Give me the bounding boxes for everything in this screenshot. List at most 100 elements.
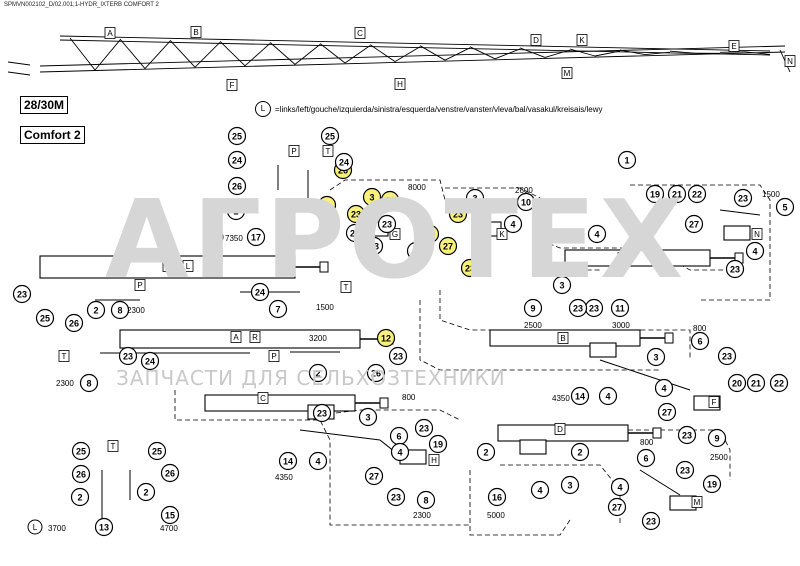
part-number: 23	[391, 493, 401, 503]
part-callout	[727, 373, 747, 393]
cylinder-tag	[322, 145, 334, 157]
length-label: 2500	[524, 321, 542, 330]
part-callout	[598, 386, 618, 406]
part-callout	[160, 463, 180, 483]
part-callout	[317, 223, 337, 243]
length-label: 3000	[612, 321, 630, 330]
cylinder-tag	[691, 496, 703, 508]
part-number: 27	[612, 503, 622, 513]
left-side-marker	[27, 519, 43, 535]
cylinder-tag	[354, 27, 366, 39]
part-callout	[380, 190, 400, 210]
cylinder-label: F	[712, 398, 717, 407]
part-number: 23	[680, 466, 690, 476]
cylinder-label: A	[165, 262, 171, 271]
part-number: 25	[40, 314, 50, 324]
part-number: 20	[732, 379, 742, 389]
part-number: 2	[233, 207, 238, 217]
hose-route	[630, 184, 771, 301]
hose-line	[639, 469, 681, 496]
cylinder-tag	[134, 279, 146, 291]
part-number: 4	[315, 457, 320, 467]
part-number: 2	[577, 448, 582, 458]
part-callout	[560, 475, 580, 495]
part-callout	[725, 259, 745, 279]
cylinder-tag	[557, 332, 569, 344]
part-callout	[364, 466, 384, 486]
cylinder-tag	[530, 34, 542, 46]
cylinder-tag	[104, 27, 116, 39]
cylinder-label: A	[107, 29, 113, 38]
part-callout	[687, 184, 707, 204]
hose-route	[439, 290, 691, 360]
cylinder-label: P	[271, 352, 276, 361]
part-callout	[646, 347, 666, 367]
part-number: 23	[382, 220, 392, 230]
rod-eye	[379, 397, 389, 409]
part-number: 4	[594, 230, 599, 240]
part-callout	[386, 487, 406, 507]
part-number: 9	[714, 434, 719, 444]
part-callout	[334, 152, 354, 172]
part-callout	[71, 441, 91, 461]
cylinder-label: E	[731, 42, 736, 51]
part-callout	[476, 442, 496, 462]
part-number: 25	[325, 132, 335, 142]
hose-route	[419, 300, 660, 371]
part-number: 23	[738, 194, 748, 204]
length-label: 5000	[487, 511, 505, 520]
part-callout	[64, 313, 84, 333]
cylinder-label: T	[62, 352, 67, 361]
length-label: 3700	[48, 524, 66, 533]
cylinder-label: B	[193, 28, 198, 37]
part-callout	[308, 363, 328, 383]
part-number: 23	[123, 352, 133, 362]
part-callout	[769, 373, 789, 393]
hose-route	[319, 409, 461, 421]
cylinder-tag	[107, 440, 119, 452]
part-callout	[523, 298, 543, 318]
part-callout	[388, 346, 408, 366]
cylinder-label: A	[233, 333, 239, 342]
cylinder-tag	[728, 40, 740, 52]
part-number: 19	[650, 190, 660, 200]
part-number: 19	[425, 230, 435, 240]
part-number: 21	[751, 379, 761, 389]
part-number: 6	[396, 432, 401, 442]
part-number: 27	[369, 472, 379, 482]
part-number: 2	[77, 493, 82, 503]
part-number: 24	[255, 288, 265, 298]
cylinder-tag	[182, 260, 194, 272]
part-number: 23	[369, 242, 379, 252]
cylinder-label: K	[499, 230, 505, 239]
part-callout	[35, 308, 55, 328]
part-callout	[610, 298, 630, 318]
cylinder-tag	[708, 396, 720, 408]
part-callout	[406, 241, 426, 261]
length-label: 3200	[309, 334, 327, 343]
watermark-brand: АГРОТЕХ	[105, 178, 688, 303]
part-number: 12	[381, 334, 391, 344]
part-callout	[376, 328, 396, 348]
part-callout	[320, 126, 340, 146]
part-number: 14	[575, 392, 585, 402]
part-number: 26	[232, 182, 242, 192]
cylinder-tag	[190, 26, 202, 38]
part-callout	[617, 150, 637, 170]
cylinder-tag	[784, 55, 796, 67]
cylinder-label: D	[557, 425, 563, 434]
part-callout	[345, 223, 365, 243]
part-number: 27	[443, 242, 453, 252]
part-callout	[568, 298, 588, 318]
part-number: 23	[682, 431, 692, 441]
part-number: 8	[86, 379, 91, 389]
part-callout	[707, 428, 727, 448]
part-number: 2	[315, 369, 320, 379]
cylinder-tag	[394, 78, 406, 90]
part-number: 8	[423, 496, 428, 506]
part-callout	[71, 464, 91, 484]
part-number: 3	[567, 481, 572, 491]
cylinder-tag	[268, 350, 280, 362]
part-number: 23	[646, 517, 656, 527]
